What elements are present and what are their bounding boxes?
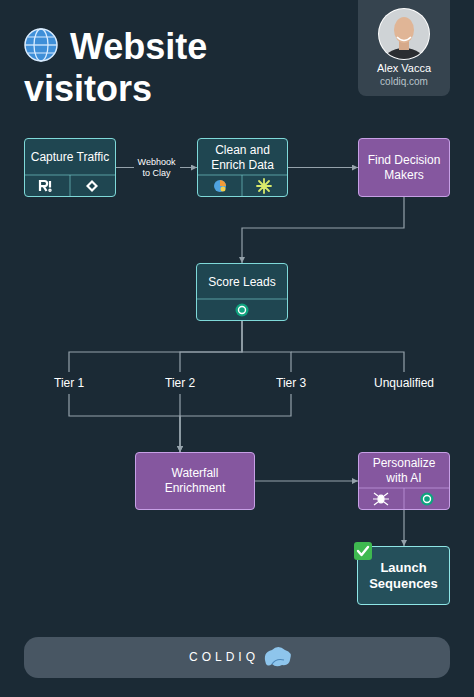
decoration bbox=[25, 44, 57, 45]
decoration: Clean and Enrich Data bbox=[198, 139, 287, 176]
check-badge bbox=[354, 542, 372, 560]
decoration: Launch Sequences bbox=[358, 547, 449, 604]
decoration bbox=[34, 29, 48, 61]
node-label: Waterfall Enrichment bbox=[160, 466, 230, 496]
edge-label: Webhook to Clay bbox=[134, 157, 180, 179]
decoration: Score Leads bbox=[197, 264, 287, 300]
clay-logo bbox=[214, 180, 226, 192]
author-card: Alex Vaccacoldiq.com bbox=[358, 0, 450, 96]
decoration: Find Decision Makers bbox=[359, 139, 449, 196]
decoration bbox=[404, 488, 405, 509]
sparkle-logo bbox=[257, 179, 271, 193]
decoration bbox=[382, 48, 426, 80]
decoration: Alex Vaccacoldiq.com bbox=[358, 58, 450, 90]
globe-icon bbox=[25, 29, 57, 61]
decoration bbox=[89, 183, 95, 189]
decoration bbox=[49, 190, 50, 191]
vector-logo bbox=[86, 180, 98, 192]
node-label: Capture Traffic bbox=[31, 150, 109, 165]
diagram-title: Website visitors bbox=[24, 26, 234, 110]
decoration bbox=[70, 175, 71, 196]
footer-bar: COLDIQ bbox=[24, 637, 450, 678]
unqualified-stub bbox=[291, 352, 404, 372]
process-box: Capture Traffic bbox=[24, 138, 116, 197]
decoration: Personalize with AI bbox=[359, 453, 449, 489]
decoration bbox=[220, 180, 226, 186]
decoration bbox=[359, 488, 449, 489]
decoration bbox=[354, 542, 372, 560]
connector bbox=[403, 510, 404, 546]
connector bbox=[69, 321, 242, 452]
node-sublabel: coldiq.com bbox=[380, 75, 428, 88]
node-label: Alex Vacca bbox=[377, 61, 431, 75]
decoration bbox=[373, 493, 389, 505]
decoration bbox=[49, 181, 51, 188]
decoration bbox=[25, 29, 57, 61]
node-label: COLDIQ bbox=[189, 650, 259, 665]
decoration bbox=[378, 495, 384, 503]
decoration bbox=[198, 175, 287, 176]
process-box: Personalize with AI bbox=[358, 452, 450, 510]
decoration bbox=[378, 8, 430, 80]
decoration bbox=[358, 547, 368, 555]
author-photo bbox=[378, 8, 430, 80]
openai-logo bbox=[236, 304, 249, 317]
decoration bbox=[28, 37, 54, 53]
decoration bbox=[40, 181, 47, 191]
decoration bbox=[214, 180, 226, 192]
connector bbox=[242, 197, 404, 263]
branch-label: Tier 1 bbox=[54, 376, 84, 390]
coldiq-logo bbox=[265, 647, 291, 666]
decoration bbox=[25, 175, 115, 176]
node-label: Clean and Enrich Data bbox=[202, 143, 283, 173]
process-box: Find Decision Makers bbox=[358, 138, 450, 197]
node-label: Score Leads bbox=[208, 275, 275, 290]
decoration bbox=[378, 8, 430, 60]
decoration bbox=[236, 304, 249, 317]
process-box: Waterfall Enrichment bbox=[135, 452, 255, 510]
decoration bbox=[221, 187, 226, 192]
decoration bbox=[424, 496, 431, 503]
decoration: COLDIQ bbox=[24, 637, 450, 678]
decoration bbox=[421, 493, 434, 506]
connector bbox=[180, 321, 291, 452]
decoration: Waterfall Enrichment bbox=[136, 453, 254, 509]
openai-logo bbox=[421, 493, 434, 506]
decoration bbox=[378, 8, 430, 60]
decoration bbox=[272, 660, 284, 665]
decoration bbox=[399, 40, 409, 50]
decoration bbox=[394, 17, 414, 43]
branch-label: Unqualified bbox=[374, 376, 434, 390]
node-label: Find Decision Makers bbox=[363, 153, 445, 183]
end-box: Launch Sequences bbox=[357, 546, 450, 605]
decoration bbox=[242, 175, 243, 196]
decoration bbox=[257, 179, 271, 193]
rb2b-logo bbox=[40, 181, 51, 191]
spider-logo bbox=[373, 493, 389, 505]
decoration bbox=[86, 180, 98, 192]
decoration bbox=[397, 37, 411, 41]
connector bbox=[288, 167, 358, 168]
decoration bbox=[239, 307, 246, 314]
process-box: Score Leads bbox=[196, 263, 288, 321]
connector bbox=[255, 480, 358, 481]
decoration bbox=[265, 647, 291, 666]
branch-label: Tier 3 bbox=[276, 376, 306, 390]
decoration: Capture Traffic bbox=[25, 139, 115, 176]
process-box: Clean and Enrich Data bbox=[197, 138, 288, 197]
decoration bbox=[197, 299, 287, 300]
node-label: Launch Sequences bbox=[366, 560, 441, 592]
branch-label: Tier 2 bbox=[165, 376, 195, 390]
box-dividers bbox=[25, 175, 449, 509]
node-label: Personalize with AI bbox=[363, 456, 445, 486]
